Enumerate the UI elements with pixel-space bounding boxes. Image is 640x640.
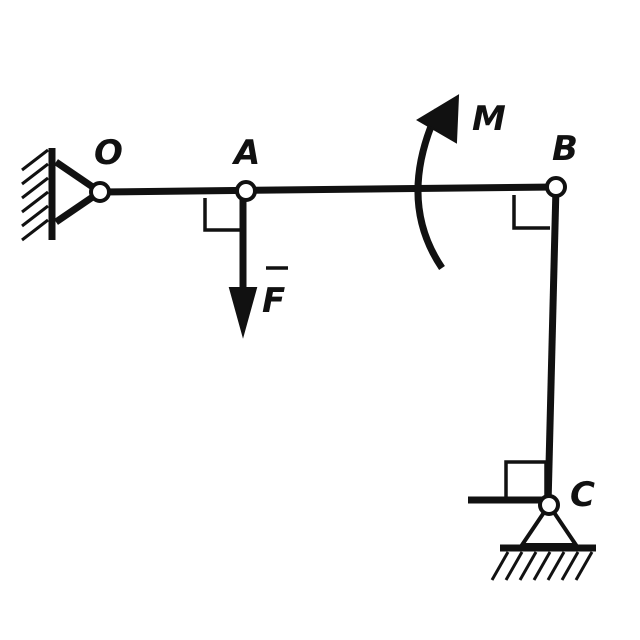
right-angle-mark-a (203, 198, 240, 232)
right-angle-mark-b (512, 195, 550, 230)
label-c: C (570, 475, 595, 515)
ground-support-c (490, 501, 596, 581)
joint-o (89, 181, 111, 203)
label-b: B (552, 129, 578, 169)
label-f: F (262, 281, 285, 321)
left-wall-hatching (21, 148, 49, 242)
joint-c (538, 494, 560, 516)
rod-bc (544, 186, 560, 506)
slider-c (468, 460, 556, 504)
joint-b (545, 176, 567, 198)
left-wall-support (21, 148, 56, 242)
joint-a (235, 180, 257, 202)
label-o: O (94, 133, 123, 173)
label-a: A (231, 133, 260, 173)
moment-m-arrow (414, 94, 460, 270)
slider-block (504, 460, 548, 502)
rod-ob (99, 183, 557, 196)
force-f-arrow (228, 196, 288, 339)
ground-hatching (490, 551, 594, 581)
label-m: M (472, 99, 506, 139)
